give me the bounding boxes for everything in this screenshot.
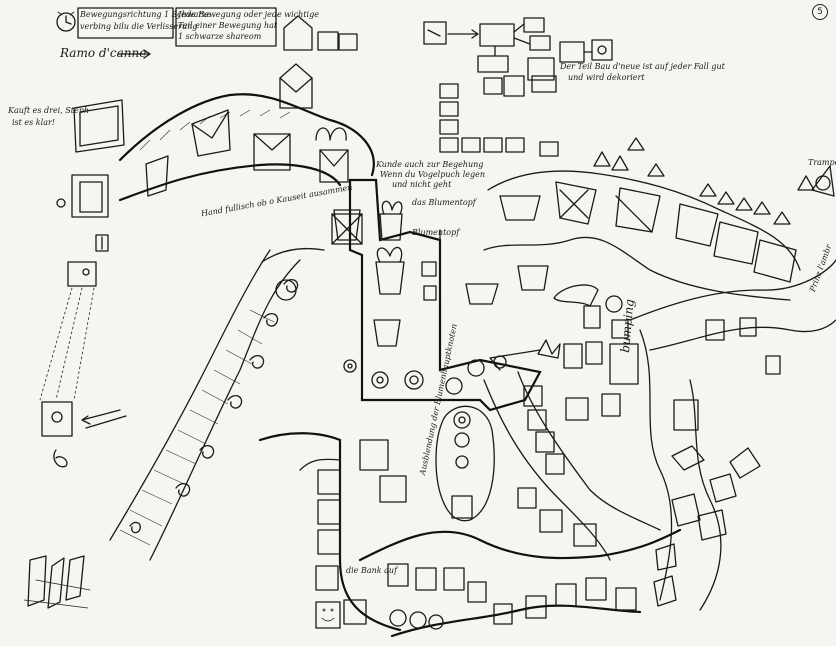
spiral-column xyxy=(129,278,299,534)
mid-note-3: und nicht geht xyxy=(392,180,452,189)
circle-row xyxy=(343,355,507,395)
bottom-note: die Bank auf xyxy=(346,566,398,575)
note-line-5: 1 schwarze shareom xyxy=(178,32,262,41)
note-box-right xyxy=(175,7,277,47)
mid-note-1: Kunde auch zur Begehung xyxy=(376,160,484,169)
top-envelope-row xyxy=(279,15,358,109)
triangle-zigzag xyxy=(593,137,835,225)
envelope-sequence xyxy=(145,109,363,245)
face-blocks xyxy=(315,439,637,630)
note-line-4: Teil einer Bewegung hat xyxy=(178,21,278,30)
note-line-1: Bewegungsrichtung 1 Schwarze xyxy=(80,10,212,19)
right-tray-sequence xyxy=(465,181,797,313)
cube-sequence xyxy=(653,317,781,607)
left-margin-note-2: ist es klar! xyxy=(12,118,56,127)
flow-diagram xyxy=(423,17,613,97)
left-box xyxy=(41,401,73,437)
clock-icon xyxy=(56,11,76,32)
script-heading: Ramo d'canne xyxy=(60,46,147,60)
mid-note-2: Wenn du Vogelpuch legen xyxy=(380,170,485,179)
mid-note-4: das Blumentopf xyxy=(412,198,476,207)
diag-face-column xyxy=(517,385,621,547)
note-line-3: Jede Bewegung oder jede wichtige xyxy=(178,10,319,19)
right-note-2: und wird dekoriert xyxy=(568,73,645,82)
right-edge-note-2: Trampolin xyxy=(808,158,836,167)
oval-sequence xyxy=(435,405,495,522)
flowerpot-column xyxy=(333,200,405,347)
note-line-2: verbing bilu die Verlisserung xyxy=(80,22,198,31)
page-number: 5 xyxy=(812,4,828,20)
note-box-left xyxy=(77,7,174,39)
left-margin-note-1: Kauft es drei, Steph xyxy=(8,106,90,115)
mid-note-5: Blumentopf xyxy=(412,228,460,237)
book-sketch xyxy=(71,99,125,218)
icon-column xyxy=(439,83,559,157)
right-note-1: Der Teil Bau d'neue ist auf jeder Fall g… xyxy=(560,62,725,71)
